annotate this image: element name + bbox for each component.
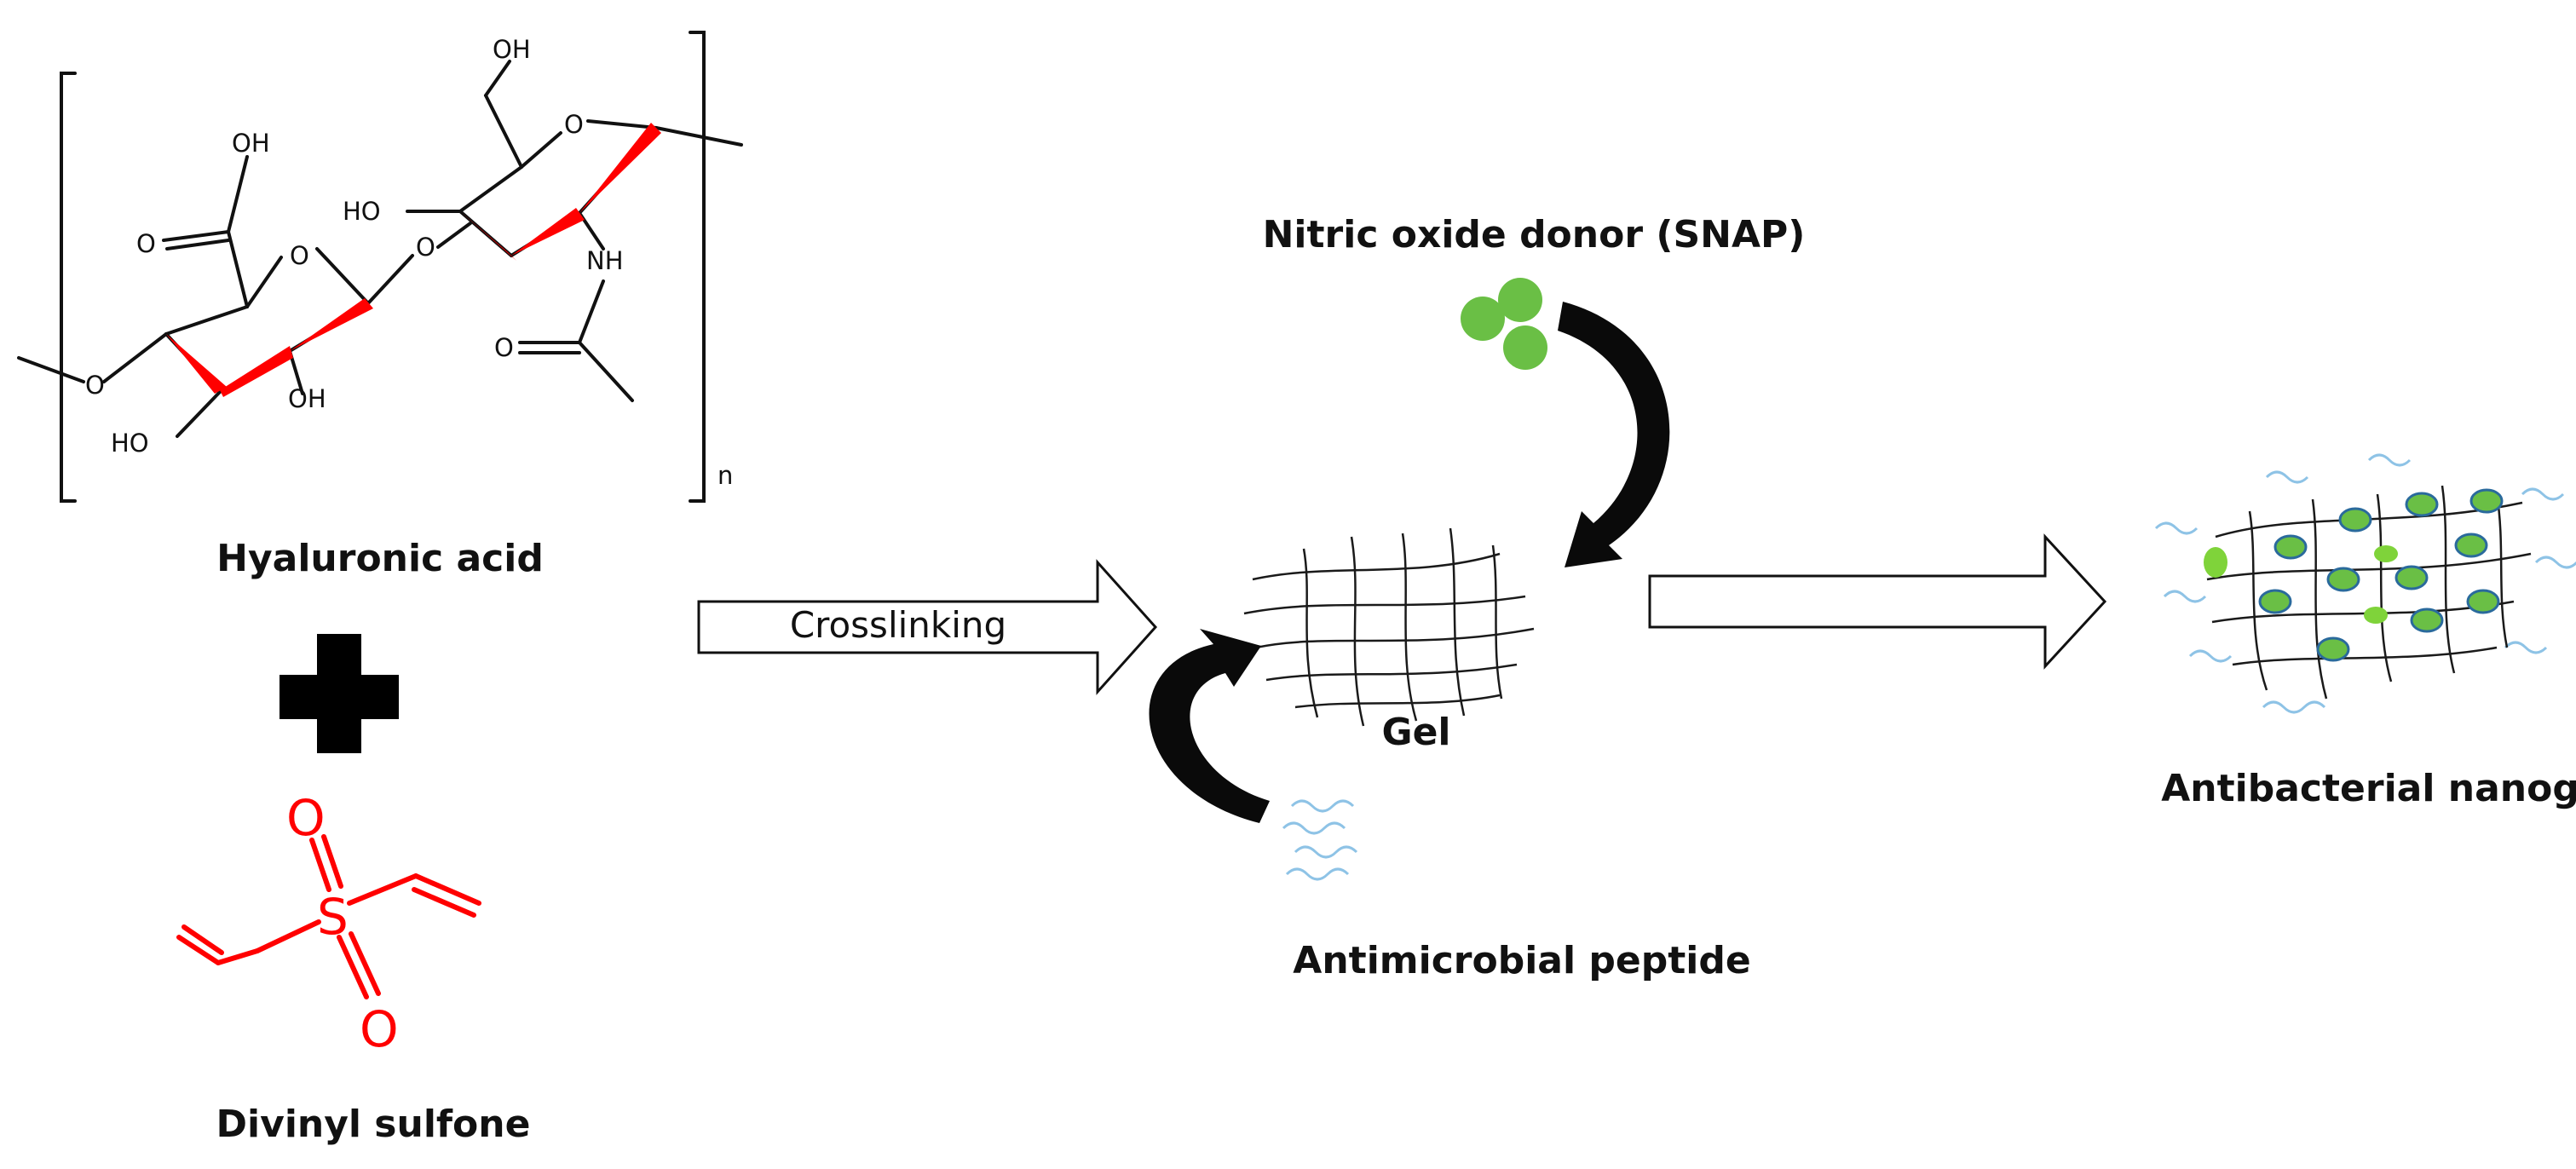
atom-o-carbonyl: O <box>136 229 156 258</box>
snap-particle <box>1461 297 1505 341</box>
atom-o-amide: O <box>494 333 514 362</box>
right-bracket <box>689 31 706 503</box>
snap-particle <box>1498 278 1542 322</box>
stereo-wedges <box>166 123 661 397</box>
label-peptide: Antimicrobial peptide <box>1293 939 1750 982</box>
label-hyaluronic-acid: Hyaluronic acid <box>216 537 544 580</box>
atom-o-ring2: O <box>564 110 584 139</box>
nanogel-particle <box>2410 608 2444 633</box>
atom-o-left: O <box>85 371 105 400</box>
block-arrow-icon <box>1648 533 2107 670</box>
atom-oh-ring: OH <box>288 384 326 413</box>
nanogel-peptide-waves <box>2154 453 2576 714</box>
crosslinking-arrow: Crosslinking <box>697 559 1158 695</box>
nanogel-particle <box>2204 547 2227 578</box>
nanogel-particle <box>2454 533 2488 558</box>
left-bracket <box>60 72 77 503</box>
block-arrow-icon <box>697 559 1158 695</box>
hyaluronic-atom-labels: OH O O O O O HO OH HO OH NH O n <box>85 35 733 490</box>
nanogel-particles <box>2204 488 2504 662</box>
atom-s: S <box>317 888 349 946</box>
nanogel-particle <box>2466 589 2500 614</box>
sulfone-atom-labels: S O O <box>286 789 399 1058</box>
divinyl-sulfone-structure <box>176 834 481 999</box>
atom-oh-acid: OH <box>232 129 270 158</box>
nanogel-particle <box>2273 534 2308 560</box>
label-divinyl-sulfone: Divinyl sulfone <box>216 1103 531 1146</box>
curved-arrow-icon <box>1149 629 1270 823</box>
atom-oh-top: OH <box>493 35 531 64</box>
nanogel-particle <box>2374 545 2398 562</box>
nanogel-particle <box>2364 607 2388 624</box>
label-gel: Gel <box>1381 711 1450 754</box>
gel-network <box>1243 527 1535 727</box>
nanogel-particle <box>2338 507 2372 533</box>
plus-icon <box>279 634 399 753</box>
label-crosslinking: Crosslinking <box>790 604 1006 646</box>
label-nanogel: Antibacterial nanogel <box>2161 767 2576 810</box>
curved-arrow-icon <box>1558 302 1670 567</box>
nanogel-particle <box>2326 567 2360 592</box>
atom-repeat-n: n <box>717 461 733 490</box>
atom-ho-ring2: HO <box>343 197 381 226</box>
snap-particles <box>1461 278 1547 370</box>
nanogel-particle <box>2405 492 2439 517</box>
atom-nh: NH <box>586 246 624 275</box>
nanogel-particle <box>2258 589 2292 614</box>
atom-o-ring1: O <box>290 241 309 270</box>
label-no-donor: Nitric oxide donor (SNAP) <box>1263 213 1806 256</box>
peptide-waves <box>1282 799 1358 881</box>
nanogel-particle <box>2394 565 2429 590</box>
atom-o-bottom: O <box>360 1000 399 1058</box>
nanogel-particle <box>2316 636 2350 662</box>
atom-ho-left: HO <box>111 429 149 458</box>
snap-particle <box>1503 325 1547 370</box>
atom-o-link: O <box>416 233 435 262</box>
atom-o-top: O <box>286 789 326 847</box>
nanogel-particle <box>2469 488 2504 514</box>
